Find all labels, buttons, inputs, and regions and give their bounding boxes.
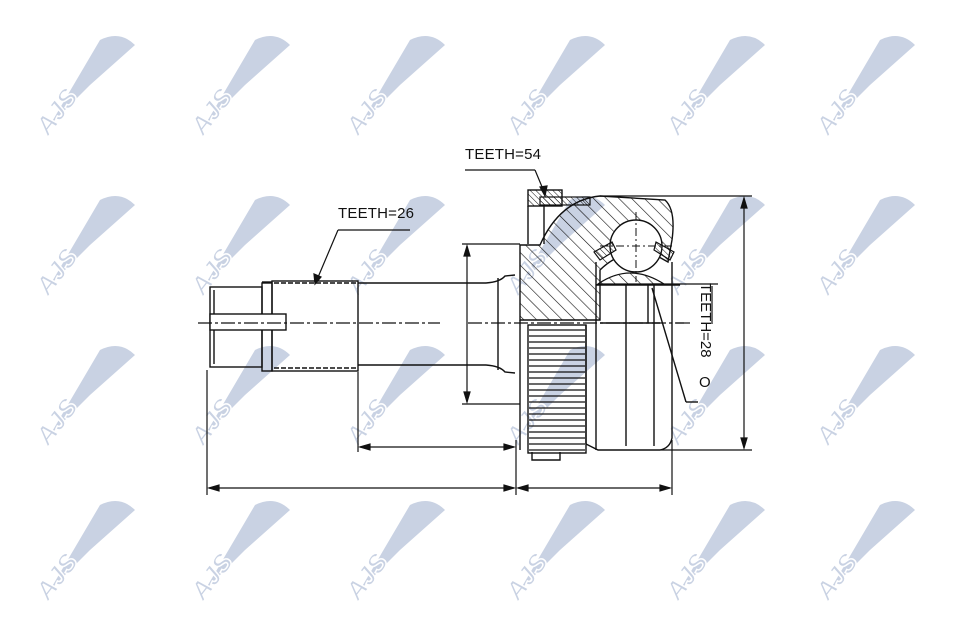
- dimension-lengths: [206, 370, 673, 495]
- outer-housing: [519, 189, 680, 321]
- leader-lines: [313, 169, 548, 286]
- label-o-ring: O: [699, 374, 711, 391]
- label-teeth-54: TEETH=54: [465, 146, 542, 163]
- dimension-housing-diameter: [600, 195, 752, 451]
- abs-ring-teeth: [529, 329, 585, 451]
- shaft-end: [209, 280, 359, 372]
- dimension-shaft-diameter: [462, 243, 520, 405]
- label-teeth-26: TEETH=26: [338, 205, 415, 222]
- shaft-body: [358, 274, 516, 374]
- label-teeth-28: TEETH=28: [697, 283, 714, 358]
